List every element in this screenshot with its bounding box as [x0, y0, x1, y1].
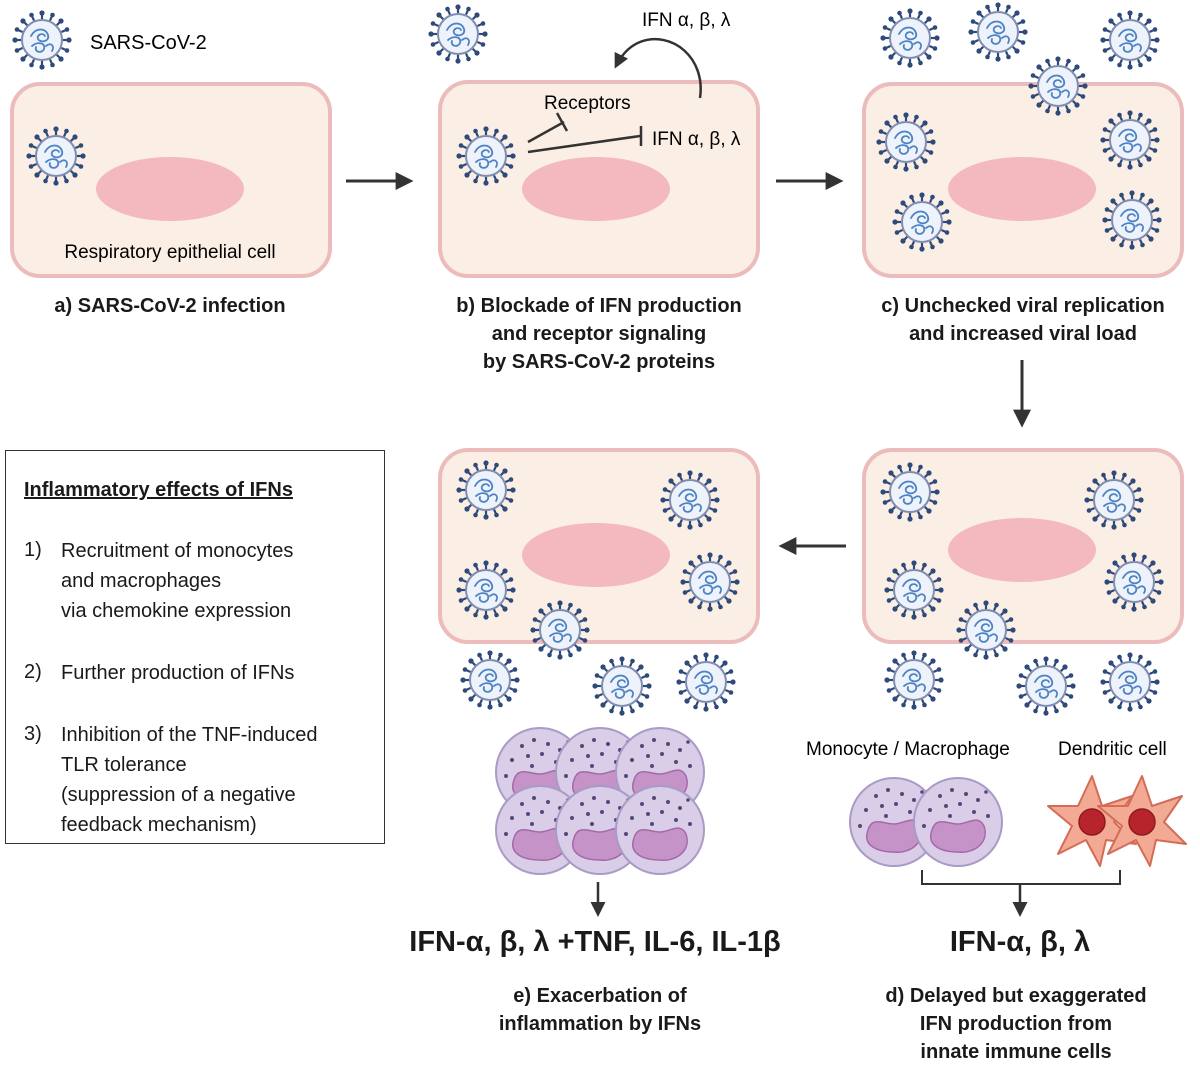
ifn-top-label: IFN α, β, λ [642, 10, 731, 31]
cell-label: Respiratory epithelial cell [64, 242, 275, 263]
cytokine-output-left: IFN-α, β, λ +TNF, IL-6, IL-1β [409, 926, 781, 958]
virus-icon [1015, 655, 1077, 717]
caption-a: a) SARS-CoV-2 infection [54, 295, 286, 317]
receptor-inhibition-bar [555, 112, 569, 132]
virus-icon [455, 559, 517, 621]
ifn-mid-label: IFN α, β, λ [652, 129, 741, 150]
virus-icon [679, 551, 741, 613]
virus-icon [529, 599, 591, 661]
caption-d: d) Delayed but exaggerated IFN productio… [885, 985, 1147, 1063]
ifn-feedback-arrow [614, 38, 702, 99]
virus-icon [875, 111, 937, 173]
virus-icon [891, 191, 953, 253]
virus-icon [883, 559, 945, 621]
virus-icon [1099, 9, 1161, 71]
virus-legend-icon [11, 9, 73, 71]
cytokine-output-right: IFN-α, β, λ [949, 926, 1091, 958]
virus-icon [675, 651, 737, 713]
legend-item-text: Further production of IFNs [61, 662, 295, 684]
virus-icon [591, 655, 653, 717]
virus-icon [1103, 551, 1165, 613]
legend-item-number: 3) [24, 723, 42, 745]
virus-icon [967, 1, 1029, 63]
legend-item-number: 1) [24, 539, 42, 561]
monocyte-label: Monocyte / Macrophage [806, 739, 1010, 760]
virus-icon [879, 461, 941, 523]
virus-icon [427, 3, 489, 65]
legend-box: Inflammatory effects of IFNs 1) Recruitm… [5, 450, 385, 844]
ifn-inhibition-line [527, 134, 641, 154]
monocyte-cell-icon [913, 777, 1003, 867]
nucleus-e [522, 523, 670, 587]
nucleus-d [948, 518, 1096, 582]
caption-e: e) Exacerbation of inflammation by IFNs [498, 985, 702, 1035]
legend-title: Inflammatory effects of IFNs [24, 479, 293, 501]
nucleus-b [522, 157, 670, 221]
caption-b: b) Blockade of IFN production and recept… [456, 295, 742, 373]
virus-icon [459, 649, 521, 711]
virus-icon [1099, 109, 1161, 171]
virus-icon [455, 125, 517, 187]
receptors-label: Receptors [544, 93, 631, 114]
virus-icon [1099, 651, 1161, 713]
virus-icon [1101, 189, 1163, 251]
virus-icon [879, 7, 941, 69]
virus-icon [955, 599, 1017, 661]
virus-icon [1027, 55, 1089, 117]
immune-bracket [921, 870, 1121, 885]
virus-icon [455, 459, 517, 521]
receptor-inhibition-line [527, 120, 565, 144]
caption-c: c) Unchecked viral replication and incre… [881, 295, 1165, 345]
legend-item-text: Inhibition of the TNF-induced TLR tolera… [61, 724, 318, 836]
nucleus-a [96, 157, 244, 221]
nucleus-c [948, 157, 1096, 221]
virus-icon [25, 125, 87, 187]
virus-icon [1083, 469, 1145, 531]
legend-item-number: 2) [24, 661, 42, 683]
virus-icon [883, 649, 945, 711]
virus-icon [659, 469, 721, 531]
dendritic-label: Dendritic cell [1058, 739, 1167, 760]
immune-cell-icon [615, 785, 705, 875]
virus-legend-label: SARS-CoV-2 [90, 32, 207, 54]
legend-item-text: Recruitment of monocytes and macrophages… [61, 540, 294, 622]
